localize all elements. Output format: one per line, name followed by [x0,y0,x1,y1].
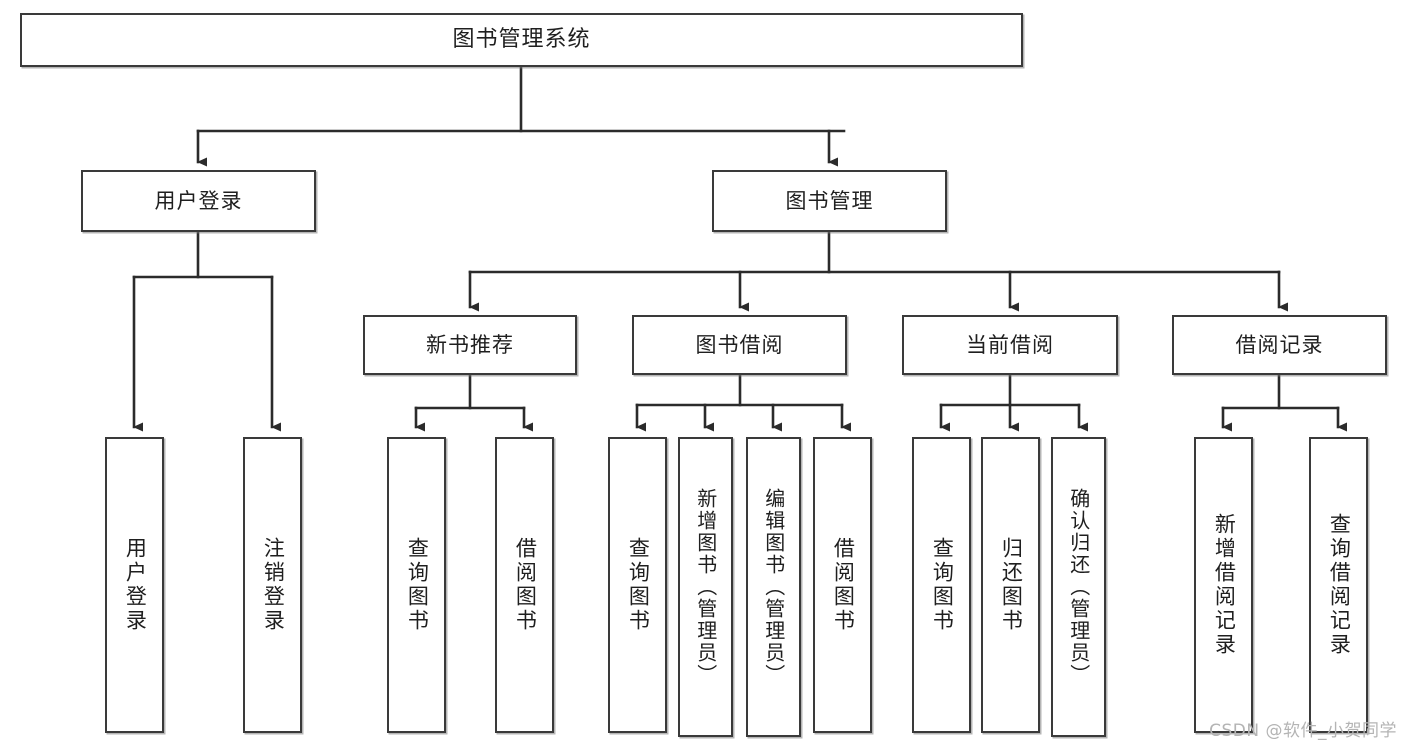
node-label: 当前借阅 [966,332,1054,357]
node-label: 用户登录 [154,188,243,213]
leaf-edit-book-admin[interactable]: 编辑图书（管理员） [746,437,801,737]
leaf-confirm-return-admin[interactable]: 确认归还（管理员） [1051,437,1106,737]
node-user-login[interactable]: 用户登录 [81,170,316,232]
node-label: 查询图书 [930,537,955,633]
node-label: 图书管理系统 [452,27,591,53]
node-label: 借阅图书 [831,537,856,633]
leaf-user-login[interactable]: 用户登录 [105,437,164,733]
leaf-borrow-book-recommend[interactable]: 借阅图书 [495,437,554,733]
leaf-logout-login[interactable]: 注销登录 [243,437,302,733]
node-label: 查询图书 [626,537,651,633]
node-label: 查询借阅记录 [1327,513,1352,657]
node-label: 新增图书（管理员） [693,488,718,686]
node-label: 查询图书 [405,537,430,633]
leaf-query-book-current[interactable]: 查询图书 [912,437,971,733]
leaf-borrow-book[interactable]: 借阅图书 [813,437,872,733]
node-book-manage[interactable]: 图书管理 [712,170,947,232]
leaf-query-book-borrow[interactable]: 查询图书 [608,437,667,733]
leaf-add-book-admin[interactable]: 新增图书（管理员） [678,437,733,737]
leaf-return-book[interactable]: 归还图书 [981,437,1040,733]
leaf-query-borrow-record[interactable]: 查询借阅记录 [1309,437,1368,733]
node-book-borrow[interactable]: 图书借阅 [632,315,847,375]
node-label: 图书借阅 [695,332,784,357]
node-label: 用户登录 [123,537,148,633]
node-label: 图书管理 [785,188,874,213]
leaf-query-book-recommend[interactable]: 查询图书 [387,437,446,733]
node-label: 注销登录 [261,537,286,633]
node-label: 借阅图书 [513,537,538,633]
node-label: 编辑图书（管理员） [761,488,786,686]
node-current-borrow[interactable]: 当前借阅 [902,315,1118,375]
node-borrow-record[interactable]: 借阅记录 [1172,315,1387,375]
node-new-book-recommend[interactable]: 新书推荐 [363,315,577,375]
watermark-text: CSDN @软件_小贺同学 [1209,721,1397,741]
node-label: 确认归还（管理员） [1066,488,1091,686]
node-label: 归还图书 [999,537,1024,633]
node-label: 借阅记录 [1235,332,1324,357]
node-label: 新书推荐 [426,332,514,357]
node-label: 新增借阅记录 [1212,513,1237,657]
node-root-system[interactable]: 图书管理系统 [20,13,1023,67]
leaf-add-borrow-record[interactable]: 新增借阅记录 [1194,437,1253,733]
